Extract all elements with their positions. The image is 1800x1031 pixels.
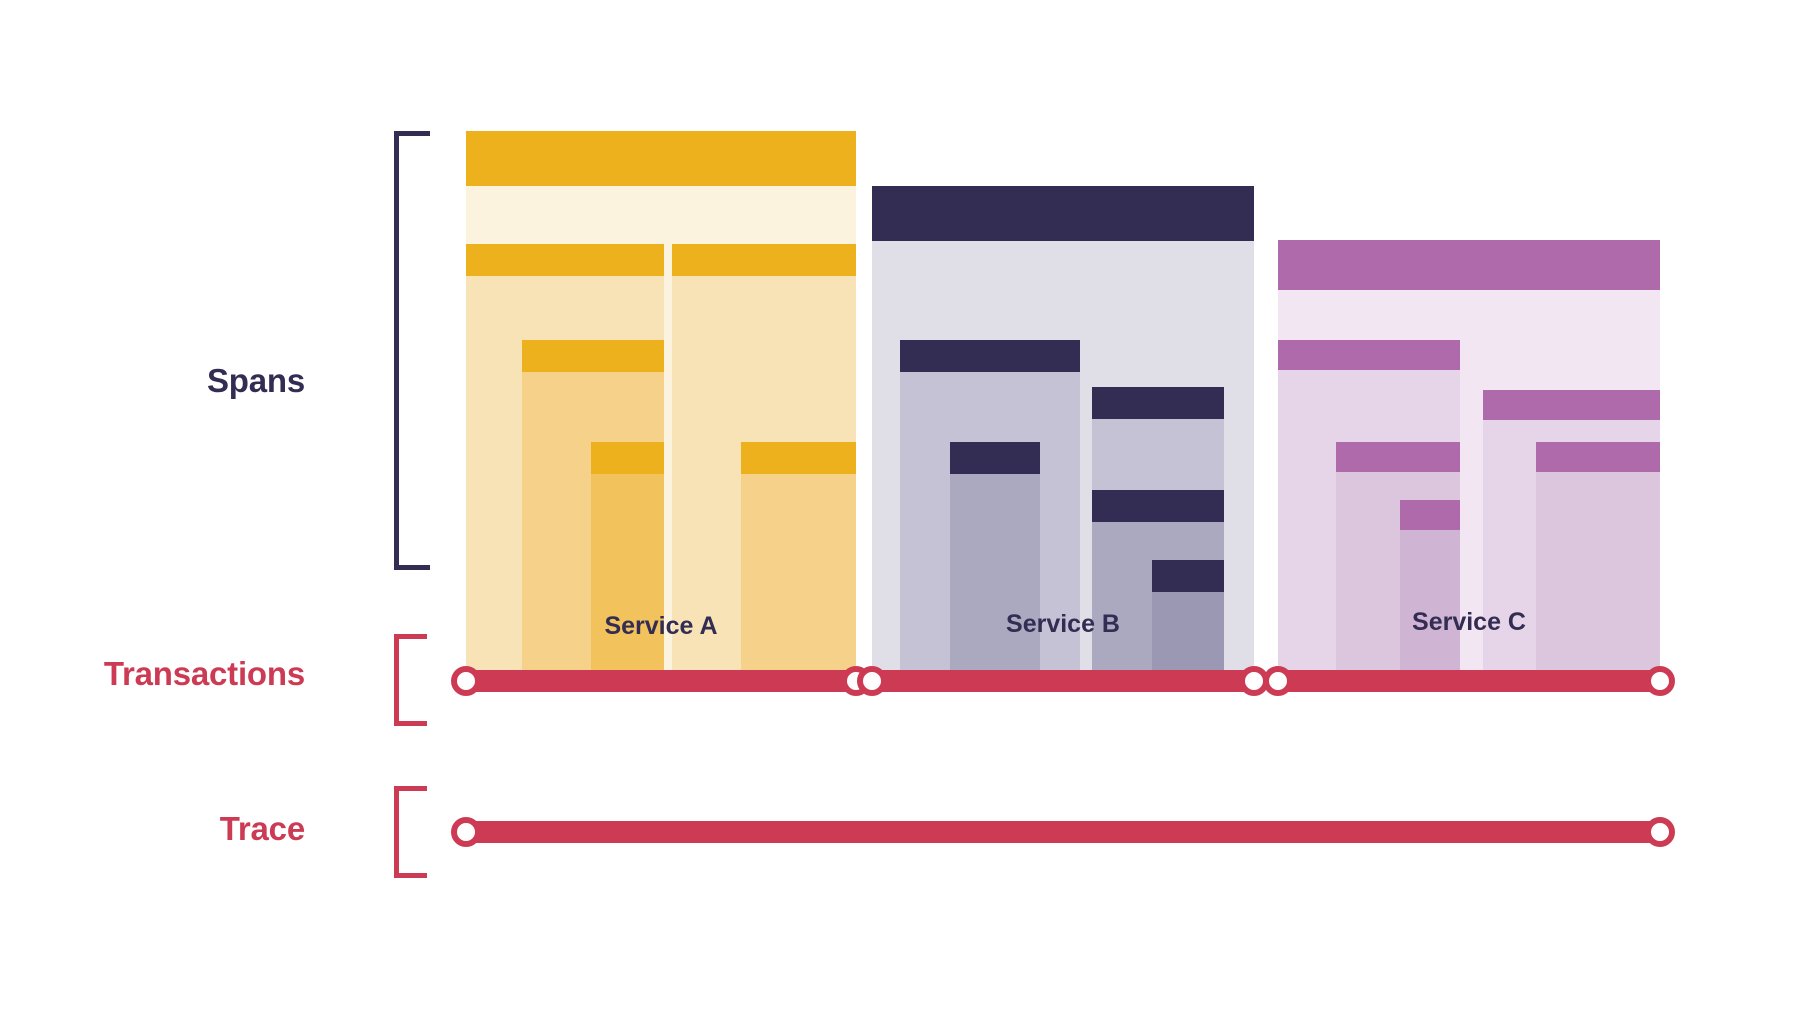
span-head-b-grand2 [1092,490,1224,522]
span-b-great1 [1152,560,1224,687]
span-head-a-grand1 [522,340,664,372]
span-head-c-child2 [1483,390,1660,420]
service-label-1: Service A [604,612,718,640]
service-group-3 [1278,112,1660,712]
spans-chart [466,131,1660,687]
transactions-segment-txn-a[interactable] [466,670,856,692]
span-head-b-grand1 [950,442,1040,474]
span-a-grand3 [741,442,856,687]
trace-bracket [394,786,427,878]
transactions-segment-txn-c[interactable] [1278,670,1660,692]
trace-row-label: Trace [219,810,305,847]
span-head-a-grand2 [591,442,664,474]
transactions-node-txn-a-start[interactable] [451,666,481,696]
transactions-node-txn-c-start[interactable] [1263,666,1293,696]
transactions-bracket [394,634,427,726]
spans-bracket [394,131,430,570]
span-head-a-grand3 [741,442,856,474]
span-b-root-head [872,186,1254,241]
trace-segment-trace-full[interactable] [466,821,1660,843]
span-a-grand2 [591,442,664,687]
transactions-node-txn-c-end[interactable] [1645,666,1675,696]
span-head-c-child1 [1278,340,1460,370]
trace-node-trace-start[interactable] [451,817,481,847]
trace-node-trace-end[interactable] [1645,817,1675,847]
span-a-root-head [466,131,856,186]
span-b-grand1 [950,442,1040,687]
service-label-2: Service B [1006,610,1120,638]
transactions-segment-txn-b[interactable] [872,670,1254,692]
spans-row-label: Spans [206,362,305,399]
span-c-grand2 [1536,442,1660,687]
span-head-b-great1 [1152,560,1224,592]
span-head-b-child2 [1092,387,1224,419]
transactions-node-txn-b-start[interactable] [857,666,887,696]
span-head-a-child1 [466,244,664,276]
span-head-a-child2 [672,244,856,276]
transactions-node-txn-b-end[interactable] [1239,666,1269,696]
service-label-3: Service C [1412,608,1526,636]
span-c-root-head [1278,240,1660,290]
service-group-2 [872,112,1254,712]
service-group-1 [466,112,856,712]
transactions-row-label: Transactions [103,655,305,692]
span-head-c-great1 [1400,500,1460,530]
span-head-c-grand1 [1336,442,1460,472]
span-head-c-grand2 [1536,442,1660,472]
span-head-b-child1 [900,340,1080,372]
span-c-great1 [1400,500,1460,687]
